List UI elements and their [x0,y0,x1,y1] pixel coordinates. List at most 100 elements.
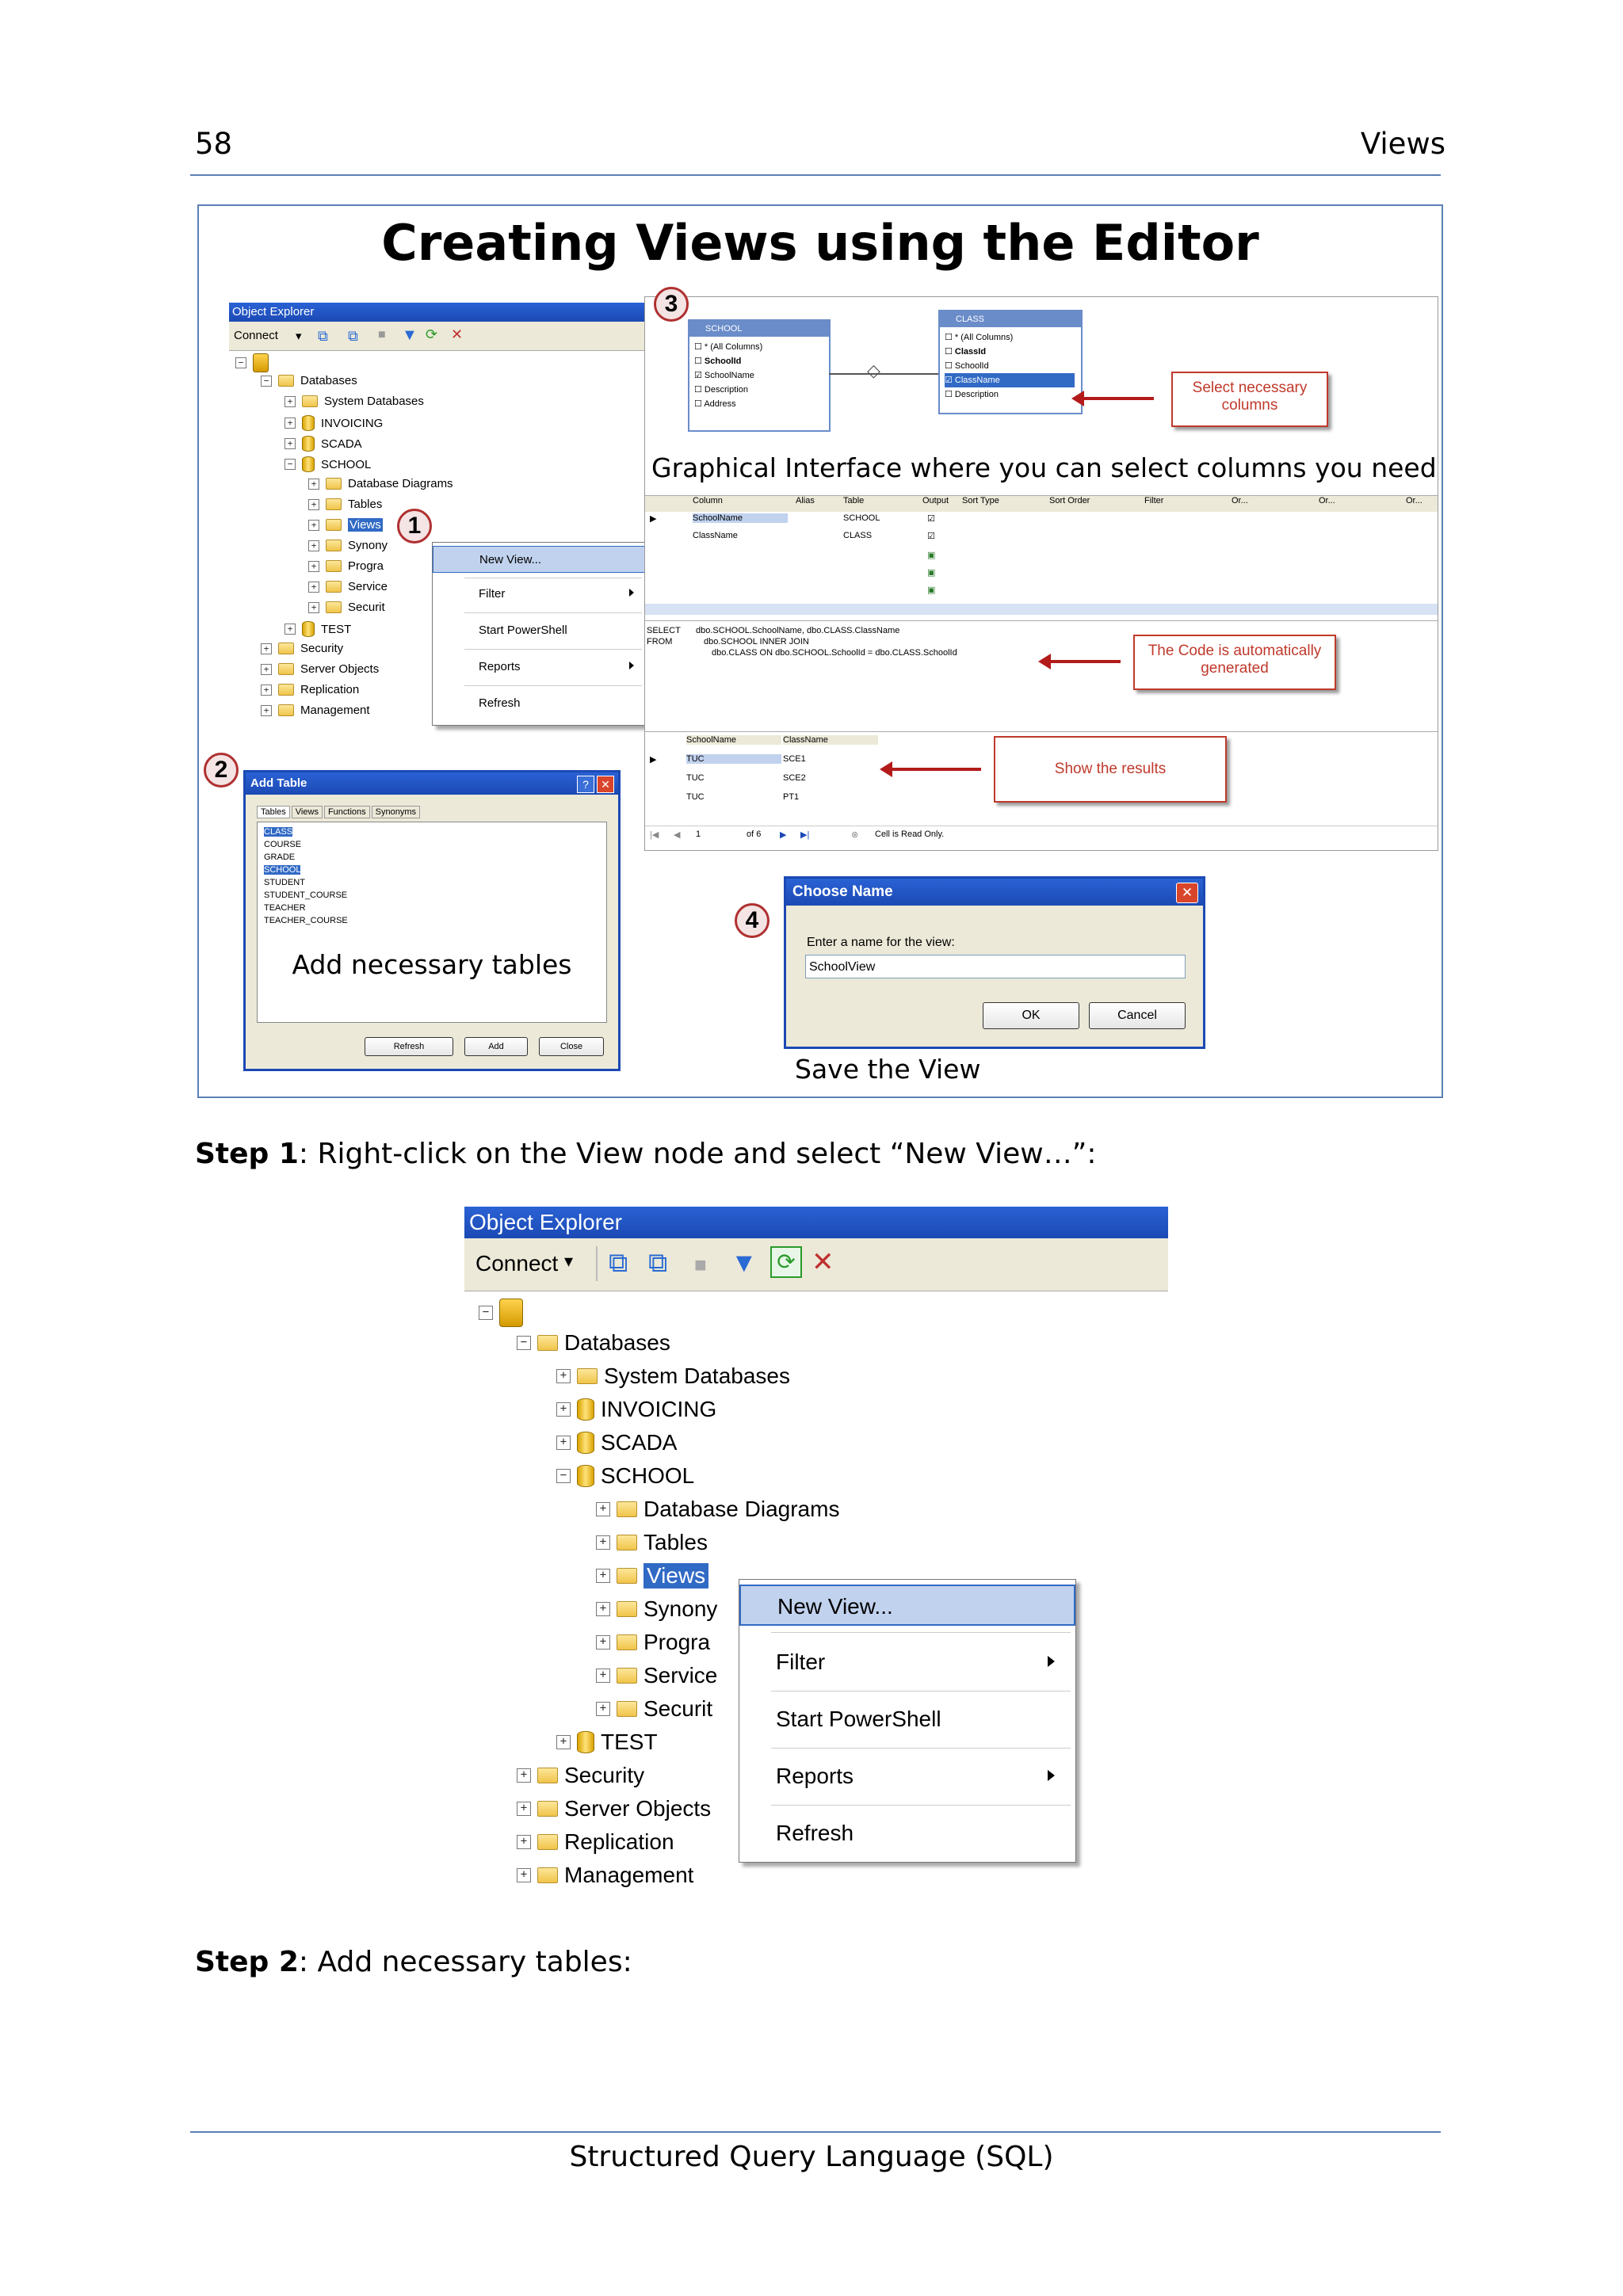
tree-node-invoicing[interactable]: INVOICING [601,1397,717,1421]
tree-node-server-objects[interactable]: Server Objects [300,662,380,676]
list-item[interactable]: COURSE [264,840,302,849]
tree-node-databases[interactable]: Databases [564,1330,670,1355]
expand-icon[interactable]: + [556,1735,571,1749]
column-item[interactable]: SchoolId [704,357,742,366]
output-checkbox[interactable]: ☑ [927,532,935,541]
collapse-icon[interactable]: − [556,1469,571,1483]
tree-node-invoicing[interactable]: INVOICING [321,416,384,430]
next-record-icon[interactable]: ▶ [780,830,787,840]
collapse-icon[interactable]: − [479,1306,493,1320]
result-cell[interactable]: TUC [686,773,705,783]
menu-item-filter[interactable]: Filter [479,587,506,601]
tree-node-test[interactable]: TEST [321,622,352,636]
list-item[interactable]: STUDENT [264,878,305,887]
list-item[interactable]: TEACHER [264,903,306,913]
list-item[interactable]: CLASS [264,827,293,837]
tree-node-db-security[interactable]: Securit [643,1696,713,1721]
tree-node-service-broker[interactable]: Service [348,580,388,593]
column-item[interactable]: * (All Columns) [954,333,1014,342]
expand-icon[interactable]: + [308,478,319,490]
expand-icon[interactable]: + [308,540,319,551]
grid-cell-table[interactable]: SCHOOL [843,513,880,523]
expand-icon[interactable]: + [261,704,272,716]
refresh-button[interactable]: Refresh [365,1037,453,1056]
close-icon[interactable]: ✕ [1176,883,1198,903]
help-icon[interactable]: ? [577,776,594,793]
expand-icon[interactable]: + [308,601,319,613]
menu-item-refresh[interactable]: Refresh [776,1821,854,1845]
column-item[interactable]: ClassId [954,347,987,357]
grid-cell-column[interactable]: SchoolName [693,513,788,523]
result-cell[interactable]: SCE2 [783,773,806,783]
expand-icon[interactable]: + [308,581,319,593]
output-checkbox[interactable]: ▣ [927,568,936,578]
menu-item-reports[interactable]: Reports [479,660,521,673]
expand-icon[interactable]: + [285,438,296,449]
expand-icon[interactable]: + [517,1802,531,1816]
tree-node-scada[interactable]: SCADA [321,437,362,451]
tree-node-database-diagrams[interactable]: Database Diagrams [643,1497,840,1521]
last-record-icon[interactable]: ▶| [800,830,810,840]
connect-icon[interactable]: ⧉ [609,1248,628,1278]
first-record-icon[interactable]: |◀ [650,830,659,840]
ok-button[interactable]: OK [983,1002,1079,1029]
view-name-input[interactable]: SchoolView [805,955,1186,978]
disconnect-icon[interactable]: ⧉ [348,328,358,344]
list-item[interactable]: STUDENT_COURSE [264,891,348,900]
tree-node-server-objects[interactable]: Server Objects [564,1796,712,1821]
column-item[interactable]: * (All Columns) [704,342,763,352]
list-item[interactable]: TEACHER_COURSE [264,916,348,925]
tree-node-db-security[interactable]: Securit [348,601,385,614]
expand-icon[interactable]: + [261,643,272,654]
expand-icon[interactable]: + [285,395,296,407]
expand-icon[interactable]: + [556,1402,571,1417]
tab-tables[interactable]: Tables [257,806,290,818]
tree-node-security[interactable]: Security [300,642,344,655]
tree-node-service-broker[interactable]: Service [643,1663,718,1688]
expand-icon[interactable]: + [261,684,272,696]
expand-icon[interactable]: + [596,1502,610,1516]
tree-node-management[interactable]: Management [300,704,370,717]
menu-item-start-powershell[interactable]: Start PowerShell [479,624,567,637]
grid-cell-table[interactable]: CLASS [843,531,873,540]
tree-node-databases[interactable]: Databases [300,374,357,387]
tree-node-views[interactable]: Views [348,518,383,532]
column-item[interactable]: Address [704,399,736,409]
expand-icon[interactable]: + [285,418,296,429]
tree-node-replication[interactable]: Replication [564,1829,674,1854]
expand-icon[interactable]: + [517,1868,531,1882]
tree-node-programmability[interactable]: Progra [643,1630,711,1654]
tree-node-synonyms[interactable]: Synony [348,539,388,552]
menu-item-new-view[interactable]: New View... [739,1585,1075,1626]
list-item[interactable]: SCHOOL [264,865,301,875]
filter-icon[interactable]: ▼ [402,326,418,344]
tree-node-synonyms[interactable]: Synony [643,1596,718,1621]
tab-views[interactable]: Views [291,806,323,818]
grid-cell-column[interactable]: ClassName [693,531,738,540]
tab-functions[interactable]: Functions [323,806,370,818]
collapse-icon[interactable]: − [285,459,296,470]
expand-icon[interactable]: + [261,663,272,675]
schedule-icon[interactable]: ✕ [451,326,464,342]
tree-node-security[interactable]: Security [564,1763,645,1787]
tab-synonyms[interactable]: Synonyms [371,806,421,818]
connect-button[interactable]: Connect [234,329,278,342]
schedule-icon[interactable]: ✕ [812,1247,834,1277]
horizontal-scrollbar[interactable] [645,604,1438,615]
tree-node-management[interactable]: Management [564,1863,694,1887]
column-item[interactable]: ClassName [954,376,1000,385]
expand-icon[interactable]: + [517,1768,531,1783]
tree-node-tables[interactable]: Tables [643,1530,708,1554]
tree-node-system-databases[interactable]: System Databases [604,1363,790,1388]
tree-node-replication[interactable]: Replication [300,683,360,696]
cancel-button[interactable]: Cancel [1089,1002,1186,1029]
result-cell[interactable]: SCE1 [783,754,806,764]
stop-icon[interactable]: ⊗ [851,830,859,840]
result-cell[interactable]: TUC [686,754,781,764]
tree-node-database-diagrams[interactable]: Database Diagrams [348,477,453,490]
tree-node-test[interactable]: TEST [601,1730,658,1754]
current-record[interactable]: 1 [696,830,701,839]
result-cell[interactable]: TUC [686,792,705,802]
collapse-icon[interactable]: − [517,1336,531,1350]
close-icon[interactable]: ✕ [597,776,614,793]
